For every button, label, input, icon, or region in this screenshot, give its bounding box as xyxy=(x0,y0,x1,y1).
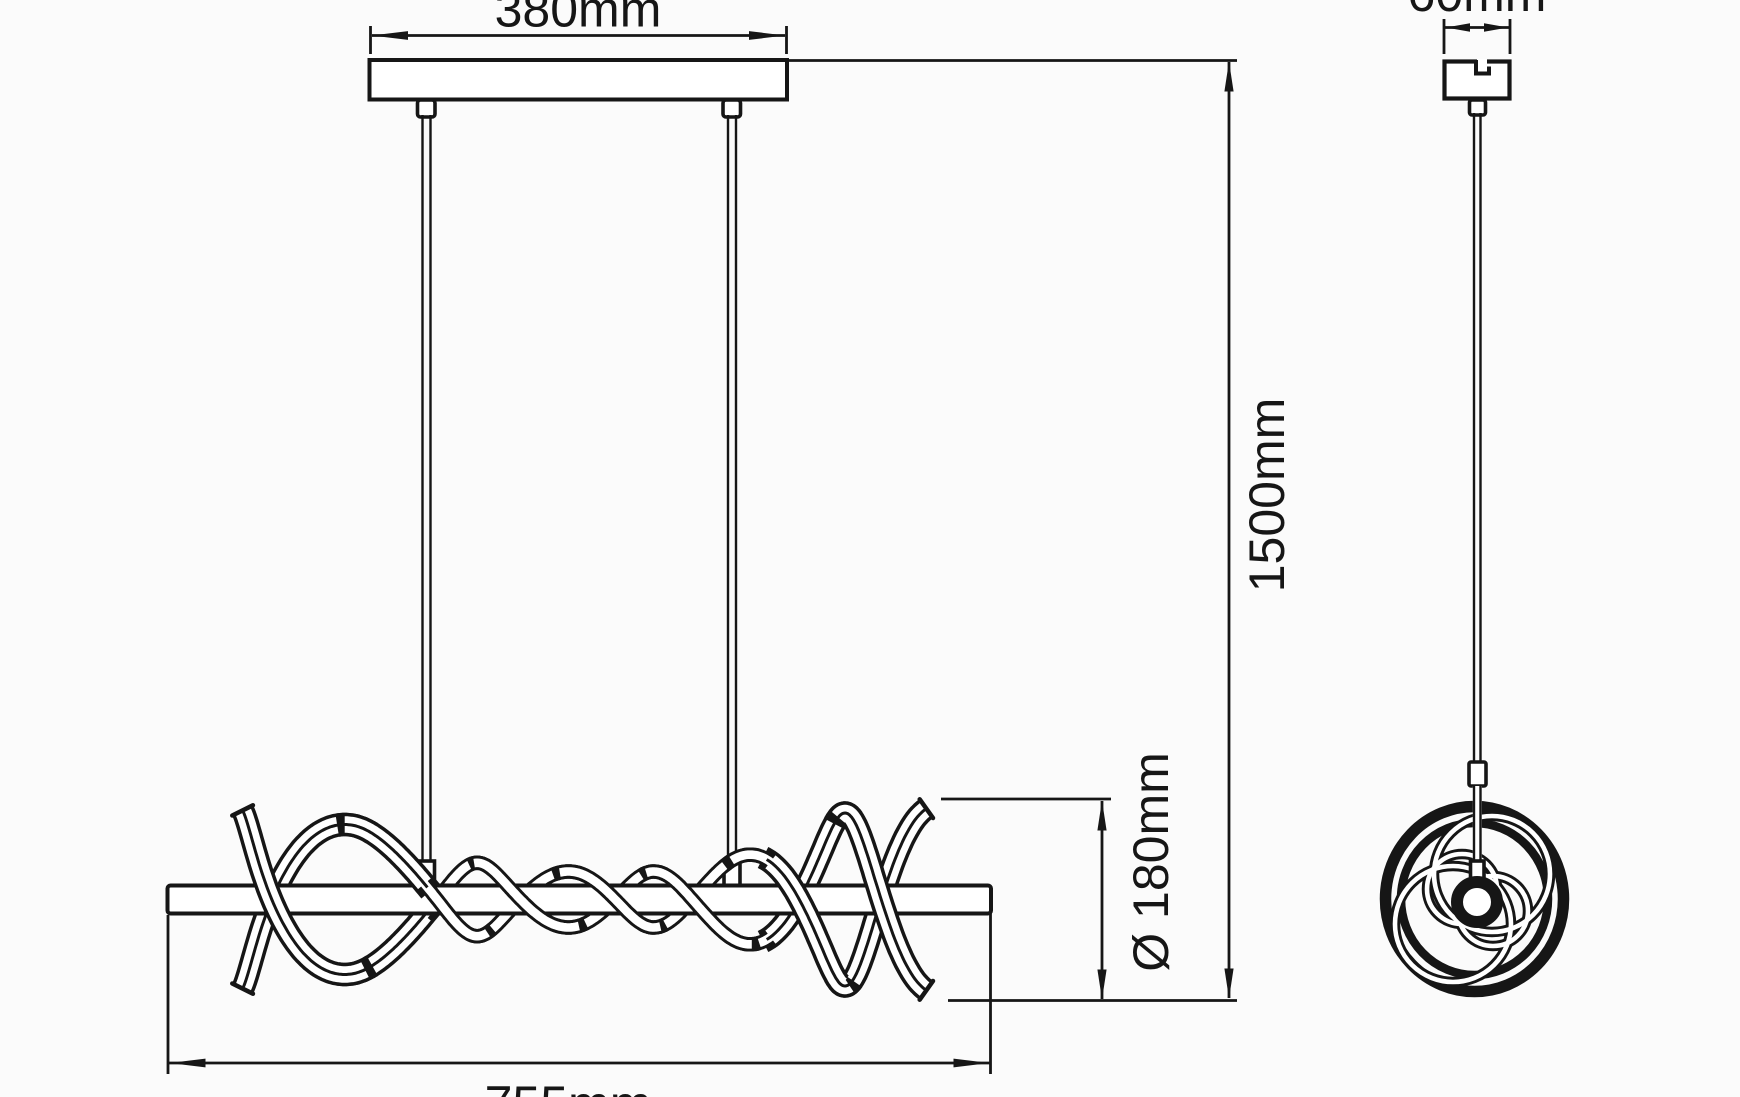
svg-text:Ø 180mm: Ø 180mm xyxy=(1123,752,1179,972)
svg-text:380mm: 380mm xyxy=(495,0,662,38)
svg-text:60mm: 60mm xyxy=(1408,0,1547,22)
svg-text:1500mm: 1500mm xyxy=(1239,398,1295,593)
svg-text:755mm: 755mm xyxy=(485,1076,652,1097)
